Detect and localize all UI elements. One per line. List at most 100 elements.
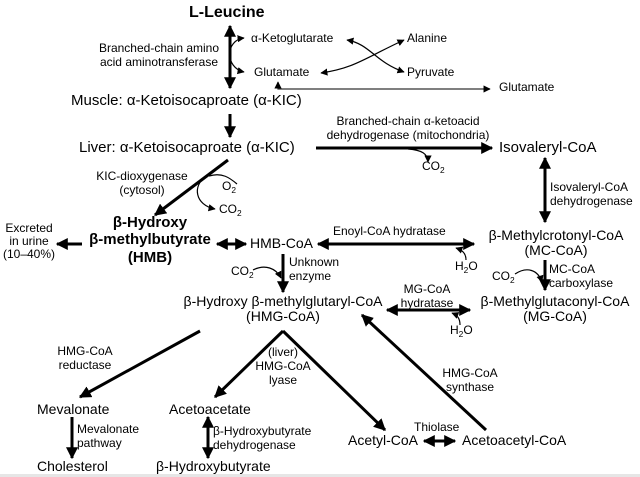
bcat-line2: acid aminotransferase <box>99 55 219 70</box>
enzyme-thiolase: Thiolase <box>414 420 460 434</box>
enzyme-hmg-coa-lyase: (liver) HMG-CoA lyase <box>253 345 313 387</box>
enzyme-bckdh: Branched-chain α-ketoacid dehydrogenase … <box>318 114 498 143</box>
h2o-subscript: 2 <box>458 329 464 339</box>
mcc-line1: MC-CoA <box>549 262 596 276</box>
enzyme-unknown: Unknown enzyme <box>289 255 339 284</box>
mg-coa-line2: (MG-CoA) <box>523 308 587 325</box>
o2-subscript: 2 <box>231 185 237 195</box>
enzyme-mevalonate-pathway: Mevalonate pathway <box>77 422 139 451</box>
arrow-o2-co2-kicd <box>196 174 238 209</box>
arrow-hmgcoa-acetylcoa <box>281 329 387 432</box>
arrow-h2o-mgh <box>451 312 461 326</box>
enzyme-enoyl-coa-hydratase: Enoyl-CoA hydratase <box>333 224 446 238</box>
enzyme-hmg-coa-reductase: HMG-CoA reductase <box>50 344 120 373</box>
co2-text: CO <box>492 269 510 283</box>
bckdh-line1: Branched-chain α-ketoacid <box>336 114 480 128</box>
co2-text: CO <box>422 159 440 173</box>
mc-coa-line1: β-Methylcrotonyl-CoA <box>488 227 624 243</box>
bottom-border <box>0 474 640 477</box>
arrow-hmgcoa-mevalonate <box>78 329 201 399</box>
mgh-line1: MG-CoA <box>403 282 451 296</box>
hmgr-line1: HMG-CoA <box>57 344 113 358</box>
node-mc-coa: β-Methylcrotonyl-CoA (MC-CoA) <box>476 227 636 259</box>
co2-subscript: 2 <box>510 275 515 285</box>
node-acetyl-coa: Acetyl-CoA <box>348 432 419 448</box>
node-cholesterol: Cholesterol <box>37 458 108 474</box>
co2-subscript: 2 <box>237 208 242 218</box>
unknown-line2: enzyme <box>289 268 332 283</box>
excreted-line2: in urine <box>9 234 49 249</box>
node-isovaleryl-coa: Isovaleryl-CoA <box>499 139 597 156</box>
node-hmg-coa: β-Hydroxy β-methylglutaryl-CoA (HMG-CoA) <box>178 293 388 325</box>
enzyme-ivd: Isovaleryl-CoA dehydrogenase <box>550 180 633 209</box>
o2-text: O <box>222 179 232 193</box>
arrow-kic-hmb <box>154 158 229 217</box>
cofactor-co2-kicd: CO2 <box>219 202 242 218</box>
arrow-cross-2 <box>320 39 405 76</box>
node-leucine: L-Leucine <box>189 4 265 21</box>
node-hmb-coa: HMB-CoA <box>250 235 314 251</box>
mgh-line2: hydratase <box>400 296 454 311</box>
arrow-co2-mcc <box>514 269 544 283</box>
node-hmb-line1: β-Hydroxy <box>112 214 188 231</box>
hmg-coa-line2: (HMG-CoA) <box>246 308 320 325</box>
node-mevalonate: Mevalonate <box>37 401 110 417</box>
arrow-cross-1 <box>346 37 405 74</box>
h2o-o: O <box>468 259 478 273</box>
node-acetoacetyl-coa: Acetoacetyl-CoA <box>462 432 567 448</box>
node-beta-hydroxybutyrate: β-Hydroxybutyrate <box>156 458 271 474</box>
arrow-hmgcoa-acetoacetate <box>213 329 285 399</box>
cofactor-h2o-enoyl: H2O <box>455 259 478 275</box>
co2-text: CO <box>231 264 249 278</box>
co2-subscript: 2 <box>249 270 254 280</box>
enzyme-hmg-coa-synthase: HMG-CoA synthase <box>435 366 505 395</box>
node-pyruvate: Pyruvate <box>407 65 455 79</box>
hmgs-line2: synthase <box>445 380 495 395</box>
mcc-line2: carboxylase <box>549 276 614 291</box>
cofactor-co2-mcc: CO2 <box>492 269 515 285</box>
cofactor-o2: O2 <box>222 179 237 195</box>
co2-text: CO <box>219 202 237 216</box>
co2-subscript: 2 <box>440 165 445 175</box>
arrow-akg-curve <box>229 35 245 75</box>
enzyme-kic-dioxygenase: KIC-dioxygenase (cytosol) <box>88 169 196 198</box>
arrow-glutamate-transport <box>274 81 491 93</box>
enzyme-bdh: β-Hydroxybutyrate dehydrogenase <box>213 424 311 453</box>
node-alpha-ketoglutarate: α-Ketoglutarate <box>251 31 334 45</box>
excreted-line1: Excreted <box>5 221 53 235</box>
mg-coa-line1: β-Methylglutaconyl-CoA <box>480 293 630 309</box>
node-acetoacetate: Acetoacetate <box>169 401 251 417</box>
enzyme-bcat: Branched-chain amino acid aminotransfera… <box>92 41 226 70</box>
node-muscle-kic: Muscle: α-Ketoisocaproate (α-KIC) <box>71 92 302 109</box>
lyase-line3: lyase <box>268 372 297 387</box>
node-hmb: β-Hydroxy β-methylbutyrate (HMB) <box>82 214 218 266</box>
kicd-line1: KIC-dioxygenase <box>96 169 188 183</box>
bcat-line1: Branched-chain amino <box>98 41 220 55</box>
cofactor-h2o-mgh: H2O <box>450 323 473 339</box>
node-excreted-urine: Excreted in urine (10–40%) <box>0 221 58 262</box>
node-glutamate: Glutamate <box>254 65 310 79</box>
mc-coa-line2: (MC-CoA) <box>524 242 588 259</box>
excreted-line3: (10–40%) <box>2 247 56 262</box>
hmgs-line1: HMG-CoA <box>442 366 498 380</box>
mev-line2: pathway <box>77 436 122 451</box>
lyase-line2: HMG-CoA <box>255 358 311 373</box>
enzyme-mg-coa-hydratase: MG-CoA hydratase <box>396 282 458 311</box>
h2o-subscript: 2 <box>463 265 469 275</box>
bdh-line2: dehydrogenase <box>213 438 296 453</box>
arrow-h2o-enoyl <box>455 246 467 261</box>
arrow-co2-unknown <box>252 266 282 279</box>
bdh-line1: β-Hydroxybutyrate <box>213 424 312 438</box>
kicd-line2: (cytosol) <box>119 182 165 197</box>
node-hmb-line3: (HMB) <box>127 248 173 266</box>
bckdh-line2: dehydrogenase (mitochondria) <box>326 127 490 142</box>
hmg-coa-line1: β-Hydroxy β-methylglutaryl-CoA <box>183 293 383 309</box>
cofactor-co2-bckdh: CO2 <box>422 159 445 175</box>
hmgr-line2: reductase <box>58 358 112 373</box>
arrow-acetoacetylcoa-hmgcoa <box>360 313 488 432</box>
h2o-o: O <box>463 323 473 337</box>
ivd-line1: Isovaleryl-CoA <box>550 180 629 194</box>
h2o-h: H <box>455 259 464 273</box>
